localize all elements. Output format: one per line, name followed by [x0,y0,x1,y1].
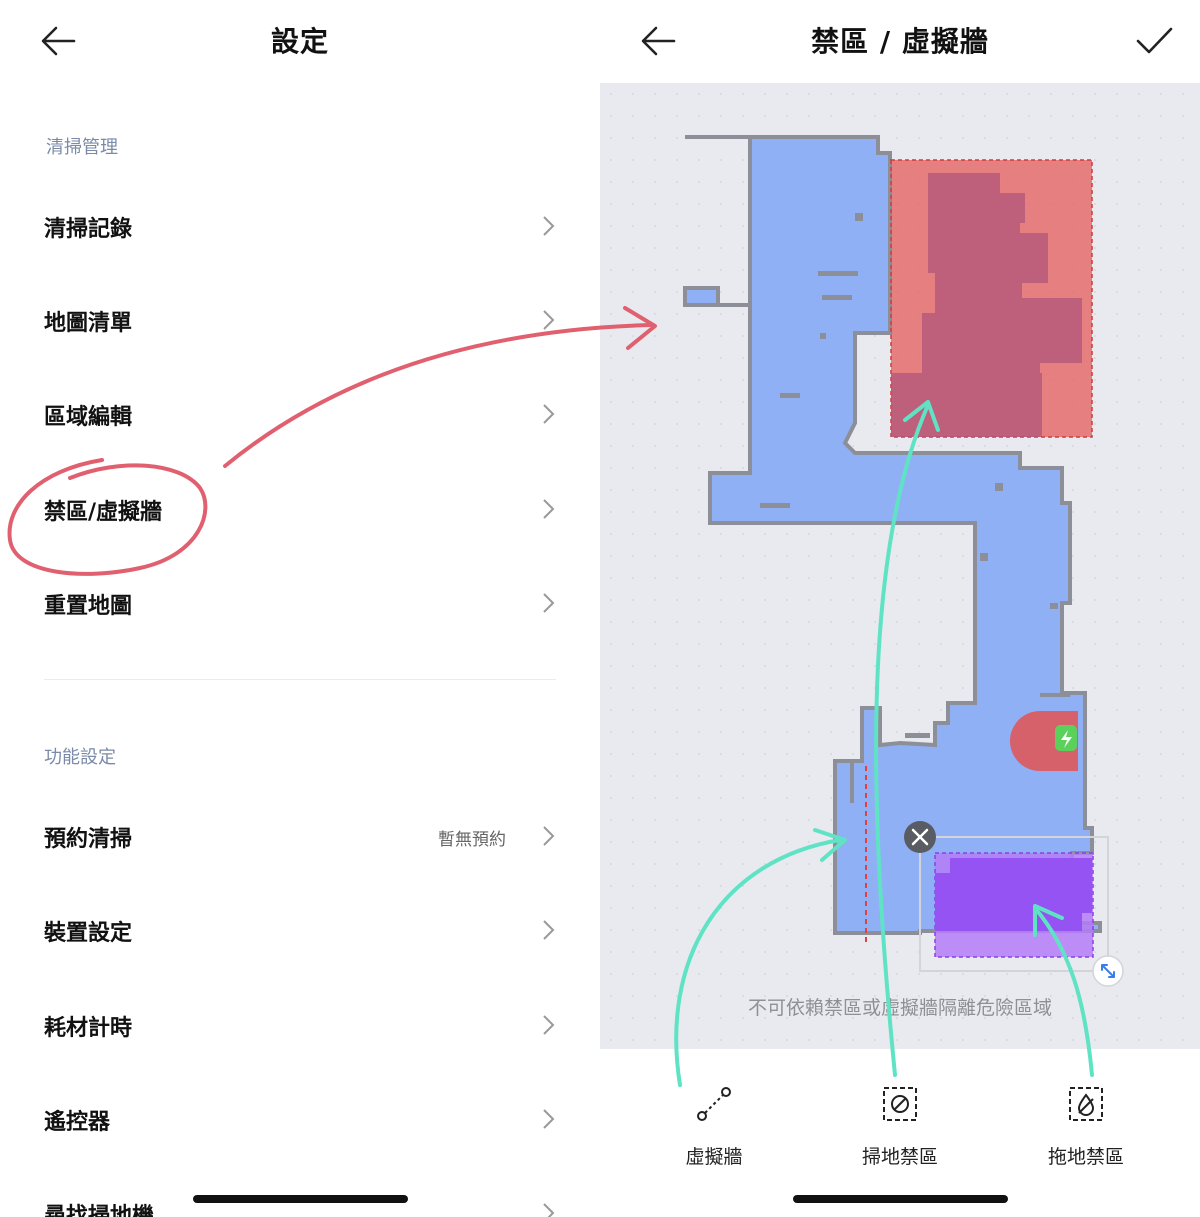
no-mop-zone-icon [1069,1087,1103,1121]
tool-label: 拖地禁區 [1047,1146,1124,1168]
menu-item-label: 重置地圖 [44,594,133,619]
no-sweep-zone-floor-overlap [891,173,1082,437]
no-sweep-zone[interactable] [890,159,1093,438]
chevron-right-icon [543,310,555,330]
menu-item-map-list[interactable]: 地圖清單 [0,285,600,355]
no-mop-zone[interactable] [919,836,1109,972]
resize-icon [1101,964,1115,978]
charging-dock [1010,711,1078,771]
menu-item-value: 暫無預約 [438,830,506,850]
menu-item-label: 遙控器 [44,1110,111,1135]
add-virtual-wall-button[interactable]: 虛擬牆 [644,1080,784,1180]
add-no-mop-zone-button[interactable]: 拖地禁區 [1016,1080,1156,1180]
floor-map [683,135,1124,987]
page-title: 禁區 / 虛擬牆 [811,25,989,58]
map-canvas[interactable]: 不可依賴禁區或虛擬牆隔離危險區域 [600,83,1200,1049]
tool-label: 虛擬牆 [685,1146,743,1168]
home-indicator [793,1195,1008,1203]
warning-text: 不可依賴禁區或虛擬牆隔離危險區域 [747,997,1052,1019]
lightning-icon [1061,730,1072,748]
menu-item-find-robot[interactable]: 尋找掃地機 [0,1178,600,1217]
menu-item-reset-map[interactable]: 重置地圖 [0,568,600,638]
chevron-right-icon [543,499,555,519]
arrow-left-icon [641,26,676,56]
back-button[interactable] [38,24,78,58]
menu-item-area-edit[interactable]: 區域編輯 [0,379,600,449]
close-zone-button[interactable] [904,821,936,853]
menu-item-label: 禁區/虛擬牆 [44,500,163,525]
menu-item-label: 清掃記錄 [44,217,133,242]
section-divider [44,679,556,680]
confirm-button[interactable] [1134,24,1174,58]
chevron-right-icon [543,593,555,613]
settings-screen: 設定 清掃管理 清掃記錄 地圖清單 區域編輯 禁區/虛擬牆 重置地圖 功能設定 … [0,24,600,1217]
chevron-right-icon [543,920,555,940]
menu-item-label: 地圖清單 [44,311,133,336]
menu-item-device-settings[interactable]: 裝置設定 [0,895,600,965]
resize-zone-handle[interactable] [1092,955,1124,987]
menu-item-label: 預約清掃 [44,827,133,852]
chevron-right-icon [543,1015,555,1035]
menu-item-no-go-zones[interactable]: 禁區/虛擬牆 [0,474,600,544]
add-no-sweep-zone-button[interactable]: 掃地禁區 [830,1080,970,1180]
chevron-right-icon [543,1109,555,1129]
chevron-right-icon [543,1203,555,1217]
page-title: 設定 [270,25,329,58]
virtual-wall-icon [697,1087,731,1121]
chevron-right-icon [543,404,555,424]
arrow-left-icon [41,26,76,56]
chevron-right-icon [543,826,555,846]
tool-label: 掃地禁區 [861,1146,938,1168]
menu-item-label: 區域編輯 [44,405,133,430]
check-icon [1136,27,1173,54]
back-button[interactable] [638,24,678,58]
section-title-cleaning: 清掃管理 [46,137,118,158]
menu-item-remote[interactable]: 遙控器 [0,1084,600,1154]
no-mop-zone-floor-overlap [935,858,1092,931]
menu-item-clean-history[interactable]: 清掃記錄 [0,191,600,261]
menu-item-consumables[interactable]: 耗材計時 [0,990,600,1060]
section-title-features: 功能設定 [44,747,116,768]
no-go-zone-screen: 禁區 / 虛擬牆 [600,0,1200,1217]
menu-item-label: 裝置設定 [44,921,133,946]
chevron-right-icon [543,216,555,236]
no-sweep-zone-icon [883,1087,917,1121]
menu-item-label: 尋找掃地機 [44,1204,155,1217]
menu-item-label: 耗材計時 [44,1016,133,1041]
menu-item-schedule[interactable]: 預約清掃 暫無預約 [0,801,600,871]
home-indicator [193,1195,408,1203]
